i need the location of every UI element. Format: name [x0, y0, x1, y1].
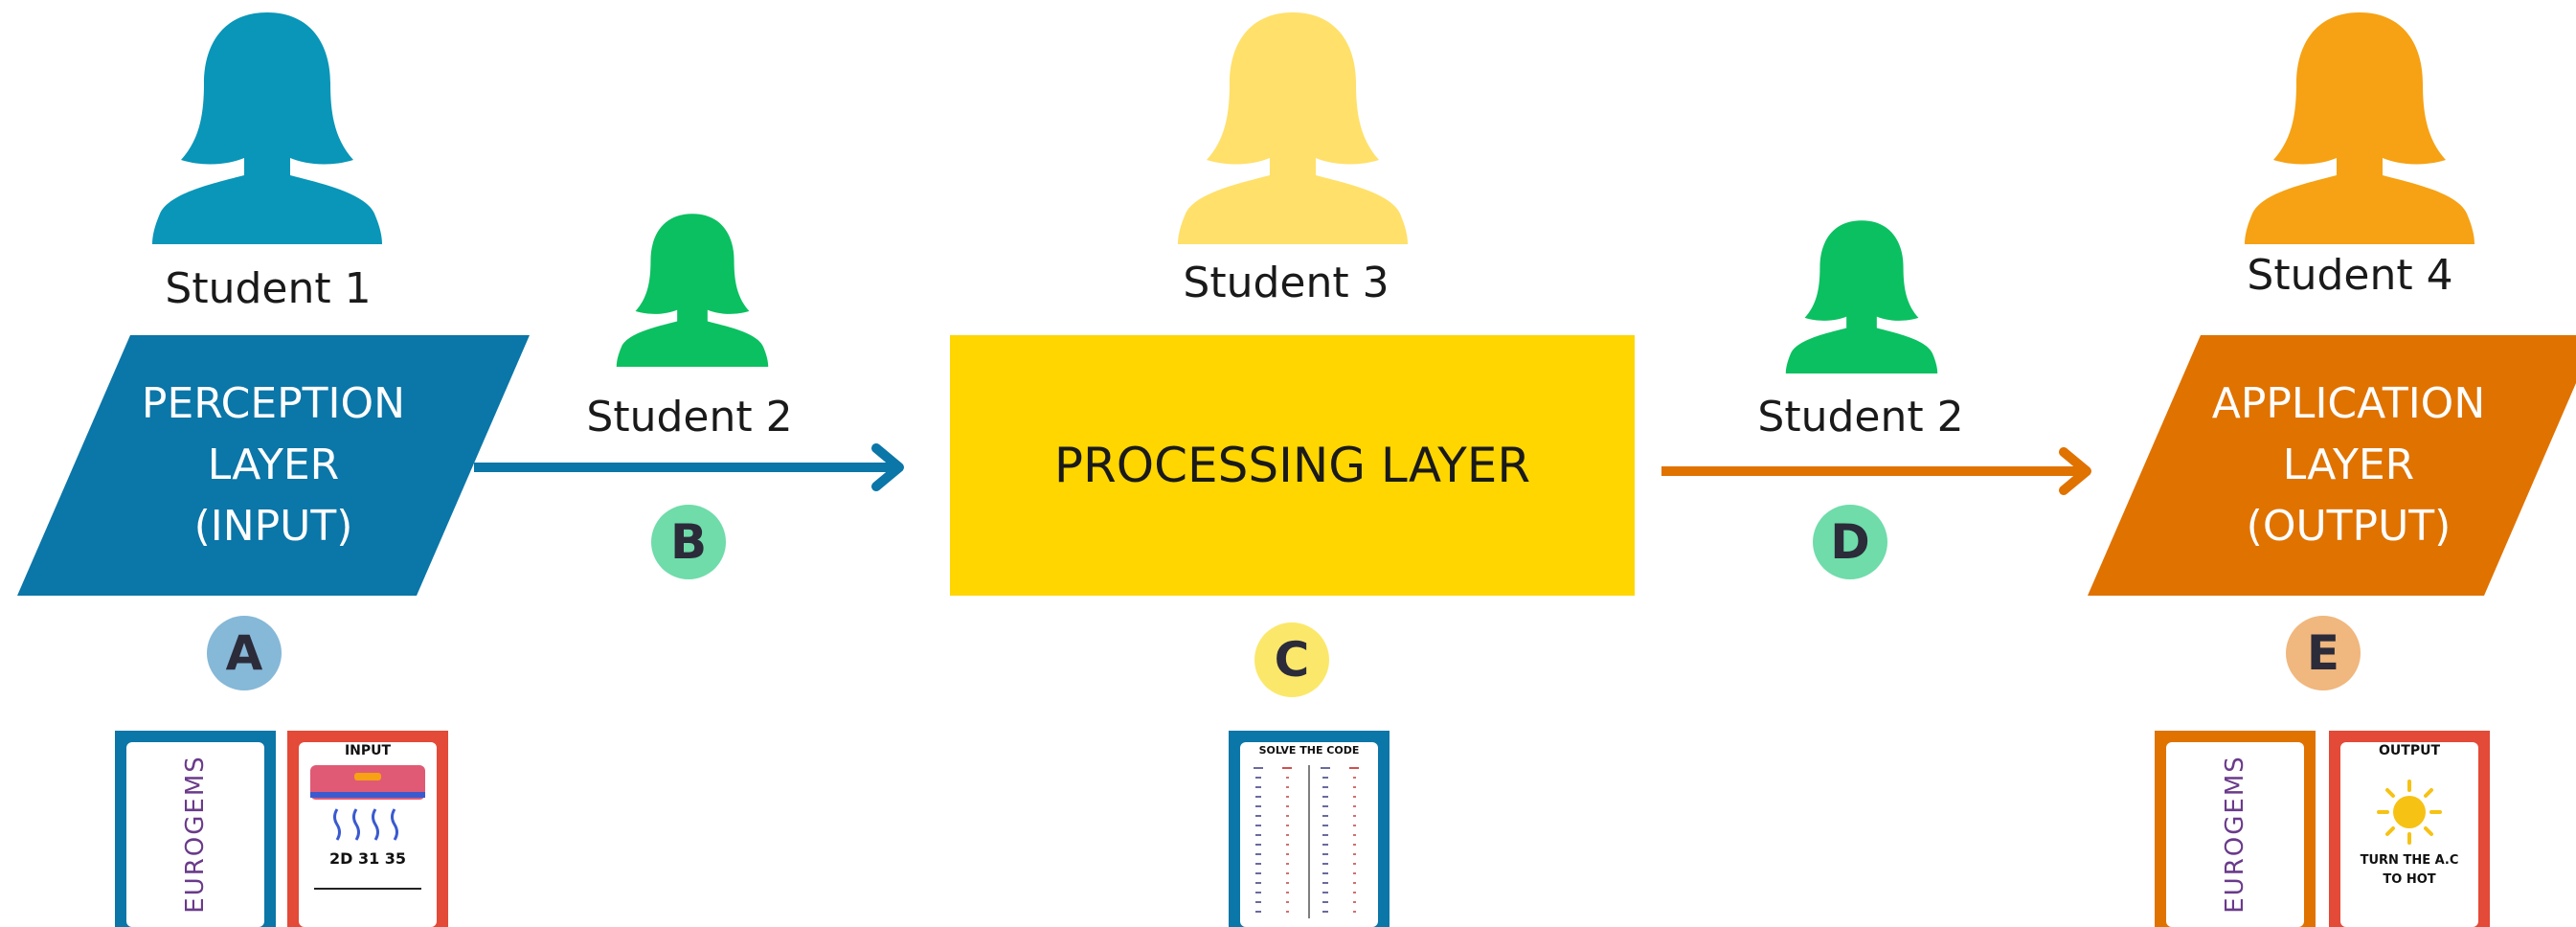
card-input-answer-line: [314, 888, 421, 890]
card-output: OUTPUT TURN THE A.C TO HOT: [2329, 731, 2490, 927]
arrow-perception-to-processing: [474, 443, 904, 491]
sun-icon: [2377, 780, 2442, 845]
badge-b: B: [651, 505, 726, 579]
student-4-label: Student 4: [2247, 251, 2453, 300]
card-output-title: OUTPUT: [2379, 743, 2440, 758]
processing-layer-text: PROCESSING LAYER: [1053, 438, 1531, 493]
person-icon-student-1: [152, 12, 382, 244]
perception-layer-text: PERCEPTION LAYER (INPUT): [84, 337, 463, 594]
student-2-left-label: Student 2: [586, 393, 793, 441]
card-input-title: INPUT: [344, 743, 392, 758]
card-input-code: 2D 31 35: [328, 849, 407, 868]
perception-line-1: PERCEPTION: [141, 379, 406, 428]
student-1-label: Student 1: [165, 264, 372, 313]
perception-layer-shape: [17, 335, 530, 596]
person-icon-student-3: [1178, 12, 1408, 244]
application-line-2: LAYER: [2282, 441, 2415, 489]
student-3-label: Student 3: [1183, 259, 1390, 307]
card-input: INPUT 2D 31 35: [287, 731, 448, 927]
badge-d: D: [1813, 505, 1887, 579]
logo-text-left: EUROGEMS: [181, 755, 210, 914]
air-conditioner-icon: [310, 765, 425, 841]
card-output-text-2: TO HOT: [2383, 872, 2436, 887]
student-2-right-label: Student 2: [1757, 393, 1964, 441]
card-solve-inner: SOLVE THE CODE: [1240, 742, 1378, 927]
badge-a: A: [207, 616, 282, 690]
badge-c: C: [1254, 622, 1329, 697]
logo-text-right: EUROGEMS: [2221, 755, 2249, 914]
person-icon-student-4: [2245, 12, 2474, 244]
application-layer-shape: [2088, 335, 2576, 596]
card-logo-left-inner: EUROGEMS: [126, 742, 264, 927]
card-input-inner: INPUT 2D 31 35: [299, 742, 437, 927]
card-solve-title: SOLVE THE CODE: [1258, 744, 1360, 757]
person-icon-student-2-left: [616, 214, 769, 367]
application-line-3: (OUTPUT): [2246, 502, 2452, 551]
card-logo-right-inner: EUROGEMS: [2166, 742, 2304, 927]
card-logo-left: EUROGEMS: [115, 731, 276, 927]
badge-e: E: [2286, 616, 2361, 690]
person-icon-student-2-right: [1785, 220, 1938, 373]
card-logo-right: EUROGEMS: [2155, 731, 2316, 927]
code-table-graphic: [1254, 765, 1359, 918]
application-layer-text: APPLICATION LAYER (OUTPUT): [2159, 337, 2538, 594]
arrow-processing-to-application: [1661, 447, 2091, 495]
card-output-text-1: TURN THE A.C: [2360, 853, 2459, 868]
card-solve-the-code: SOLVE THE CODE: [1229, 731, 1390, 927]
card-output-inner: OUTPUT TURN THE A.C TO HOT: [2340, 742, 2478, 927]
processing-layer-box: PROCESSING LAYER: [950, 335, 1635, 596]
application-line-1: APPLICATION: [2211, 379, 2486, 428]
perception-line-2: LAYER: [207, 441, 340, 489]
perception-line-3: (INPUT): [193, 502, 353, 551]
